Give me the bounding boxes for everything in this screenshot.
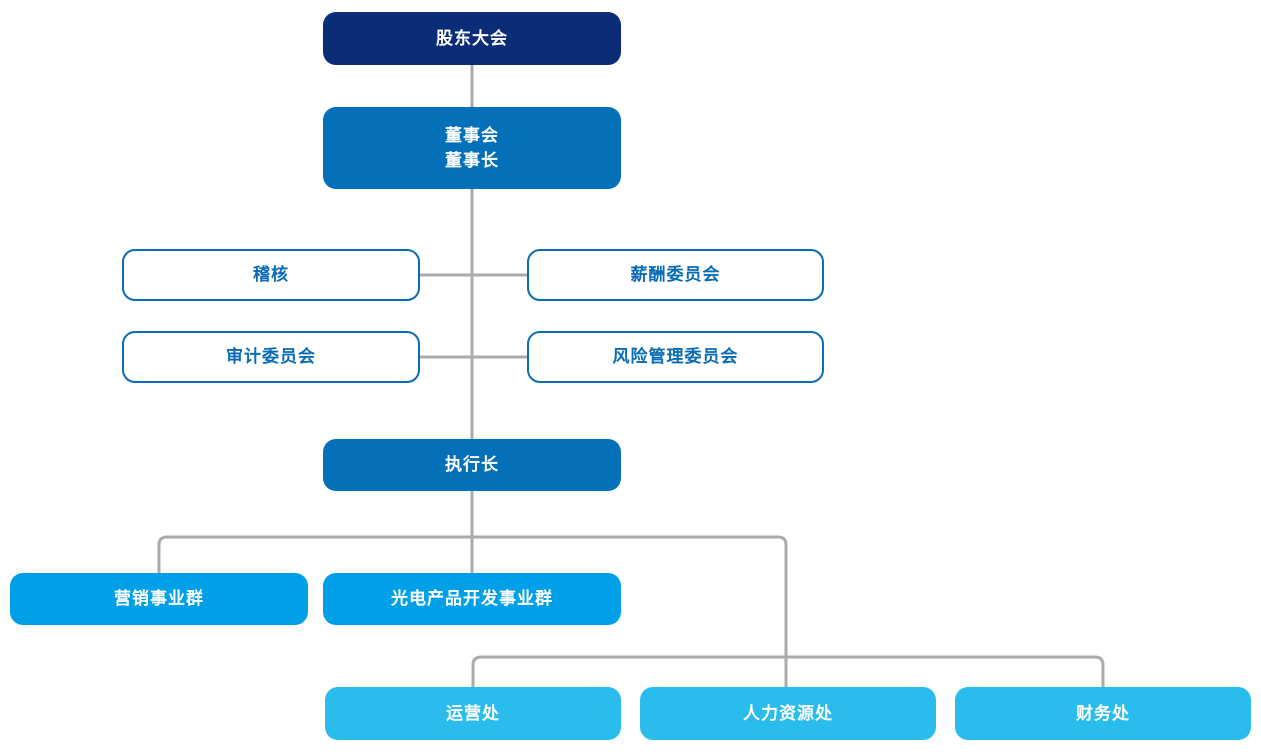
node-label: 执行长 — [445, 455, 499, 475]
node-label: 人力资源处 — [743, 703, 833, 723]
node-label: 营销事业群 — [114, 589, 204, 609]
node-label-line2: 董事长 — [445, 151, 499, 170]
node-shareholders-meeting: 股东大会 — [323, 12, 621, 65]
node-marketing-business-group: 营销事业群 — [10, 573, 308, 625]
node-label: 审计委员会 — [226, 347, 316, 367]
node-label: 股东大会 — [436, 28, 508, 48]
node-board-of-directors: 董事会 董事长 — [323, 107, 621, 189]
node-finance-office: 财务处 — [955, 687, 1251, 740]
node-optoelectronics-development-group: 光电产品开发事业群 — [323, 573, 621, 625]
node-hr-office: 人力资源处 — [640, 687, 936, 740]
node-ceo: 执行长 — [323, 439, 621, 491]
node-risk-management-committee: 风险管理委员会 — [527, 331, 824, 383]
node-audit-office: 稽核 — [122, 249, 420, 301]
node-label: 风险管理委员会 — [612, 347, 739, 367]
node-operations-office: 运营处 — [325, 687, 621, 740]
node-label: 光电产品开发事业群 — [391, 589, 553, 609]
node-label: 薪酬委员会 — [630, 265, 721, 285]
node-compensation-committee: 薪酬委员会 — [527, 249, 824, 301]
node-audit-committee: 审计委员会 — [122, 331, 420, 383]
node-label: 财务处 — [1076, 703, 1130, 723]
node-label: 稽核 — [253, 265, 289, 285]
node-label-line1: 董事会 — [445, 125, 499, 145]
node-label: 运营处 — [446, 703, 500, 723]
